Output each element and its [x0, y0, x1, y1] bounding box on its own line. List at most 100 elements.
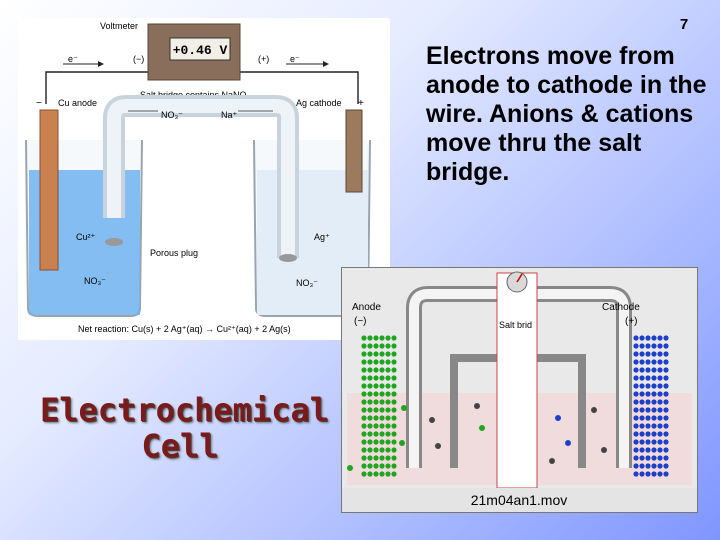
copper-atom	[367, 343, 373, 349]
animation-movie-frame[interactable]: Anode (−) Cathode (+) Salt brid 21m04an1…	[341, 267, 698, 513]
silver-ion-label: Ag⁺	[314, 232, 330, 242]
silver-atom	[657, 447, 663, 453]
copper-atom	[385, 447, 391, 453]
movie-filename: 21m04an1.mov	[471, 492, 568, 508]
silver-atom	[645, 439, 651, 445]
copper-atom	[367, 407, 373, 413]
copper-atom	[367, 447, 373, 453]
copper-atom	[373, 431, 379, 437]
silver-atom	[663, 335, 669, 341]
copper-atom	[391, 391, 397, 397]
silver-atom	[657, 351, 663, 357]
copper-atom	[373, 415, 379, 421]
copper-atom	[379, 455, 385, 461]
copper-atom	[367, 375, 373, 381]
copper-atom	[367, 415, 373, 421]
copper-atom	[373, 463, 379, 469]
solution-ions	[347, 403, 607, 471]
silver-atom	[639, 399, 645, 405]
copper-atom	[361, 391, 367, 397]
silver-atom	[651, 351, 657, 357]
silver-atom	[639, 471, 645, 477]
silver-atom	[651, 399, 657, 405]
copper-atom	[367, 431, 373, 437]
silver-atom	[633, 343, 639, 349]
copper-ion-label: Cu²⁺	[76, 232, 96, 242]
movie-cathode-sign: (+)	[625, 316, 638, 327]
silver-atom	[663, 407, 669, 413]
electron-label-right: e⁻	[290, 54, 300, 64]
silver-atom	[651, 455, 657, 461]
copper-atom	[379, 471, 385, 477]
voltmeter-display	[169, 37, 231, 61]
copper-atom	[385, 423, 391, 429]
cathode-atom-grid	[633, 335, 669, 477]
silver-atom	[651, 439, 657, 445]
copper-atom	[361, 439, 367, 445]
silver-atom	[633, 455, 639, 461]
copper-atom	[391, 423, 397, 429]
copper-atom	[379, 367, 385, 373]
silver-atom	[645, 375, 651, 381]
silver-atom	[645, 455, 651, 461]
copper-atom	[373, 359, 379, 365]
copper-atom	[385, 439, 391, 445]
copper-atom	[361, 375, 367, 381]
copper-atom	[385, 407, 391, 413]
silver-atom	[657, 455, 663, 461]
movie-svg: Anode (−) Cathode (+) Salt brid 21m04an1…	[342, 268, 697, 512]
slide-number: 7	[679, 16, 689, 33]
silver-atom	[645, 367, 651, 373]
cathode-sign: +	[358, 98, 364, 109]
silver-atom	[663, 463, 669, 469]
silver-atom	[639, 359, 645, 365]
silver-atom	[639, 391, 645, 397]
silver-atom	[633, 463, 639, 469]
silver-atom	[633, 407, 639, 413]
silver-atom	[663, 367, 669, 373]
movie-center-strip	[496, 272, 538, 489]
silver-atom	[633, 351, 639, 357]
copper-atom	[379, 383, 385, 389]
silver-atom	[651, 359, 657, 365]
silver-atom	[663, 375, 669, 381]
silver-atom	[639, 343, 645, 349]
copper-atom	[373, 383, 379, 389]
movie-bridge-label: Salt brid	[499, 320, 532, 330]
silver-atom	[651, 471, 657, 477]
silver-atom	[651, 391, 657, 397]
arrow-head-icon	[98, 61, 104, 67]
silver-atom	[639, 439, 645, 445]
silver-atom	[663, 351, 669, 357]
silver-atom	[651, 367, 657, 373]
ion-particle	[479, 425, 485, 431]
copper-atom	[361, 463, 367, 469]
cathode-label: Ag cathode	[296, 98, 342, 108]
arrow-head-icon	[323, 61, 329, 67]
copper-atom	[391, 375, 397, 381]
copper-atom	[379, 415, 385, 421]
ion-particle	[347, 465, 353, 471]
copper-atom	[361, 423, 367, 429]
copper-atom	[361, 447, 367, 453]
copper-atom	[373, 471, 379, 477]
silver-atom	[633, 375, 639, 381]
silver-atom	[645, 343, 651, 349]
copper-atom	[391, 455, 397, 461]
silver-atom	[657, 407, 663, 413]
copper-atom	[367, 359, 373, 365]
silver-atom	[633, 423, 639, 429]
copper-atom	[385, 399, 391, 405]
copper-atom	[361, 383, 367, 389]
copper-atom	[373, 375, 379, 381]
copper-atom	[385, 471, 391, 477]
silver-atom	[663, 415, 669, 421]
ion-particle	[555, 415, 561, 421]
voltmeter-label: Voltmeter	[100, 21, 138, 31]
porous-plug-label: Porous plug	[150, 248, 198, 258]
copper-atom	[367, 471, 373, 477]
silver-atom	[663, 359, 669, 365]
copper-atom	[379, 375, 385, 381]
copper-atom	[361, 471, 367, 477]
silver-atom	[657, 359, 663, 365]
